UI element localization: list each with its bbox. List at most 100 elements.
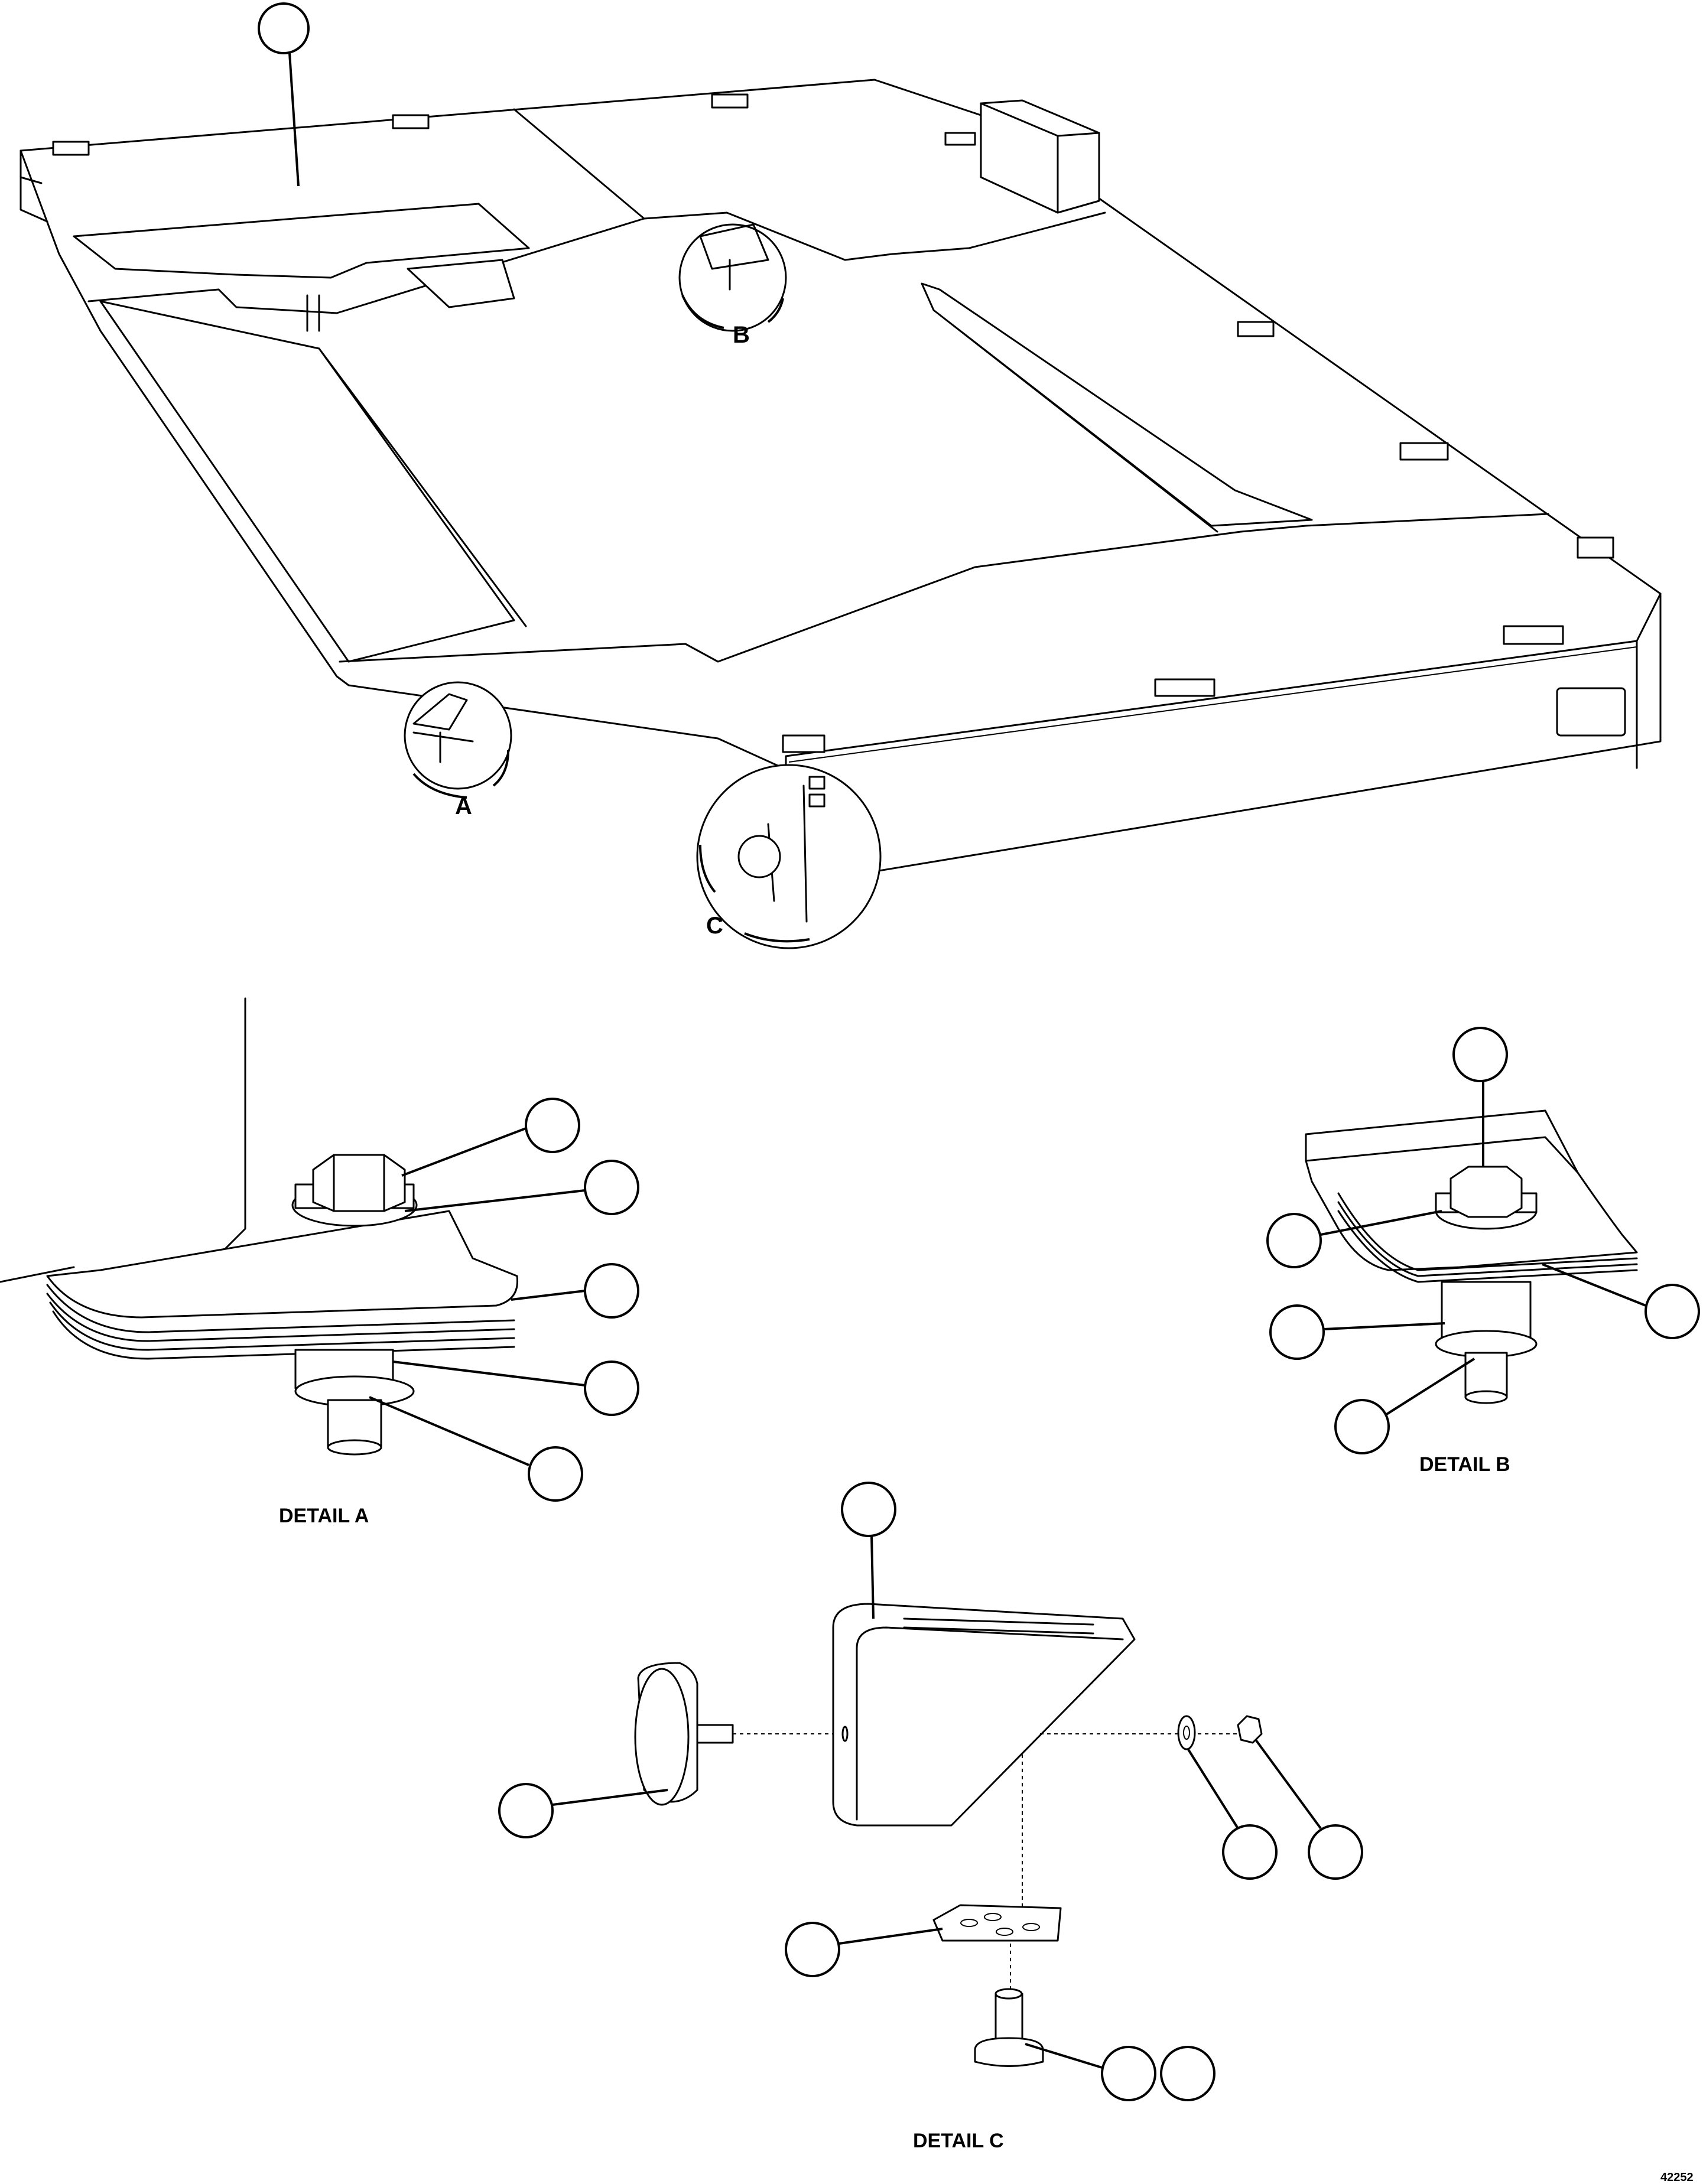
detail-a-leader-5 bbox=[369, 1396, 529, 1466]
detail-a-arrow bbox=[412, 773, 467, 799]
detail-b-isolator-body bbox=[1441, 1281, 1532, 1339]
figure-number: 42252 bbox=[1660, 2171, 1694, 2184]
detail-b-shims bbox=[1337, 1192, 1638, 1283]
detail-c-callout-1 bbox=[841, 1482, 896, 1537]
detail-a-callout-5 bbox=[528, 1446, 583, 1502]
floor-pad bbox=[711, 93, 749, 109]
detail-c-plate-hole bbox=[996, 1928, 1013, 1936]
detail-c-bracket-inner bbox=[856, 1626, 1124, 1821]
detail-a-contents bbox=[412, 693, 474, 763]
detail-b-leader-3 bbox=[1542, 1263, 1646, 1307]
detail-a-hex-bolt-faces bbox=[333, 1154, 385, 1212]
floor-pad bbox=[1503, 625, 1564, 645]
floor-pad bbox=[944, 132, 976, 146]
detail-b-arrow bbox=[681, 295, 724, 329]
detail-c-arrow bbox=[699, 844, 716, 893]
detail-c-leader-2 bbox=[552, 1789, 668, 1806]
top-cover-plate bbox=[73, 203, 530, 279]
detail-c-washer bbox=[1177, 1715, 1196, 1750]
detail-b-callout-4 bbox=[1269, 1304, 1325, 1360]
detail-c-bracket-slots bbox=[903, 1617, 1094, 1635]
detail-circle-c bbox=[696, 764, 882, 949]
detail-c-nut bbox=[808, 776, 826, 790]
electrical-box-edge bbox=[980, 99, 1100, 214]
detail-c-bumper-stud bbox=[696, 1724, 734, 1744]
detail-c-plate-hole bbox=[1022, 1923, 1040, 1931]
detail-c-callout-3 bbox=[1222, 1824, 1278, 1880]
detail-c-nut bbox=[1237, 1715, 1263, 1744]
cover-mount-stud bbox=[306, 294, 320, 332]
detail-a-mount-plate bbox=[46, 1210, 519, 1319]
detail-c-callout-4 bbox=[1308, 1824, 1363, 1880]
left-end-opening bbox=[20, 149, 48, 223]
front-access-panel bbox=[1556, 687, 1626, 737]
detail-b-stud-end bbox=[1464, 1390, 1508, 1404]
detail-b-callout-1 bbox=[1452, 1027, 1508, 1082]
detail-a-stud-end bbox=[327, 1439, 382, 1456]
detail-c-bolt-flange bbox=[974, 2037, 1044, 2067]
detail-marker-b: B bbox=[733, 322, 750, 348]
detail-a-leader-3 bbox=[511, 1290, 586, 1301]
detail-a-callout-2 bbox=[584, 1160, 639, 1215]
callout-bubble bbox=[258, 2, 310, 54]
detail-a-leader-1 bbox=[401, 1127, 526, 1177]
detail-a-arrow-2 bbox=[492, 750, 509, 787]
floor-pad bbox=[52, 141, 90, 156]
detail-circle-a bbox=[404, 681, 512, 790]
detail-b-leader-4 bbox=[1323, 1322, 1445, 1330]
detail-c-leader-1 bbox=[870, 1535, 875, 1619]
detail-b-callout-3 bbox=[1644, 1284, 1700, 1339]
detail-a-hex-bolt bbox=[312, 1154, 406, 1212]
detail-c-bracket bbox=[832, 1603, 1136, 1827]
detail-a-view: DETAIL A bbox=[0, 997, 639, 1527]
detail-c-nut bbox=[808, 793, 826, 808]
detail-b-callout-5 bbox=[1334, 1399, 1390, 1454]
detail-c-plate-hole bbox=[960, 1919, 978, 1927]
electrical-box bbox=[980, 102, 1100, 214]
detail-c-arrow-2 bbox=[744, 932, 810, 943]
right-rail bbox=[921, 282, 1313, 533]
detail-c-callout-7 bbox=[1160, 2046, 1216, 2101]
detail-a-shims bbox=[46, 1284, 515, 1360]
detail-a-callout-3 bbox=[584, 1263, 639, 1319]
floor-pad bbox=[392, 114, 430, 129]
floor-pad bbox=[782, 734, 826, 753]
floor-pads bbox=[52, 93, 1614, 753]
detail-c-title: DETAIL C bbox=[913, 2130, 1004, 2152]
detail-b-hex-bolt bbox=[1450, 1166, 1523, 1218]
callout-leader bbox=[288, 53, 300, 187]
floor-pad bbox=[1577, 536, 1614, 559]
detail-a-leader-2 bbox=[404, 1189, 586, 1212]
detail-b-leader-5 bbox=[1384, 1358, 1476, 1416]
floor-pad bbox=[1399, 442, 1449, 461]
detail-c-bracket-hole bbox=[841, 1726, 849, 1742]
detail-b-view: DETAIL B bbox=[1266, 1027, 1700, 1476]
detail-c-callout-6 bbox=[1101, 2046, 1156, 2101]
detail-c-callout-5 bbox=[785, 1922, 840, 1977]
detail-c-bolt-shank bbox=[994, 1993, 1023, 2045]
detail-a-vertical-wall bbox=[209, 997, 246, 1265]
floor-plate-seams bbox=[87, 108, 1549, 663]
detail-c-leader-6 bbox=[1025, 2043, 1103, 2069]
detail-c-bumper-face bbox=[634, 1668, 690, 1806]
left-rail bbox=[99, 300, 527, 663]
detail-c-base-plate bbox=[932, 1904, 1062, 1942]
detail-b-leader-2 bbox=[1320, 1210, 1442, 1236]
detail-a-callout-4 bbox=[584, 1360, 639, 1416]
detail-b-plate-edge bbox=[1305, 1136, 1579, 1174]
detail-c-callout-2 bbox=[498, 1783, 554, 1838]
base-front-edge bbox=[788, 646, 1637, 763]
detail-a-title: DETAIL A bbox=[279, 1505, 369, 1527]
detail-c-washer-hole bbox=[1183, 1726, 1190, 1740]
detail-a-leader-4 bbox=[392, 1360, 586, 1386]
detail-b-callout-2 bbox=[1266, 1213, 1322, 1268]
floor-pad bbox=[1237, 321, 1275, 337]
main-assembly-view: A B C bbox=[20, 2, 1662, 949]
detail-c-view: DETAIL C bbox=[498, 1482, 1363, 2152]
detail-c-leader-3 bbox=[1187, 1747, 1239, 1830]
detail-marker-c: C bbox=[706, 913, 723, 939]
detail-b-title: DETAIL B bbox=[1419, 1453, 1510, 1476]
detail-c-leader-5 bbox=[838, 1928, 943, 1945]
detail-c-bolt-end bbox=[994, 1988, 1023, 2000]
